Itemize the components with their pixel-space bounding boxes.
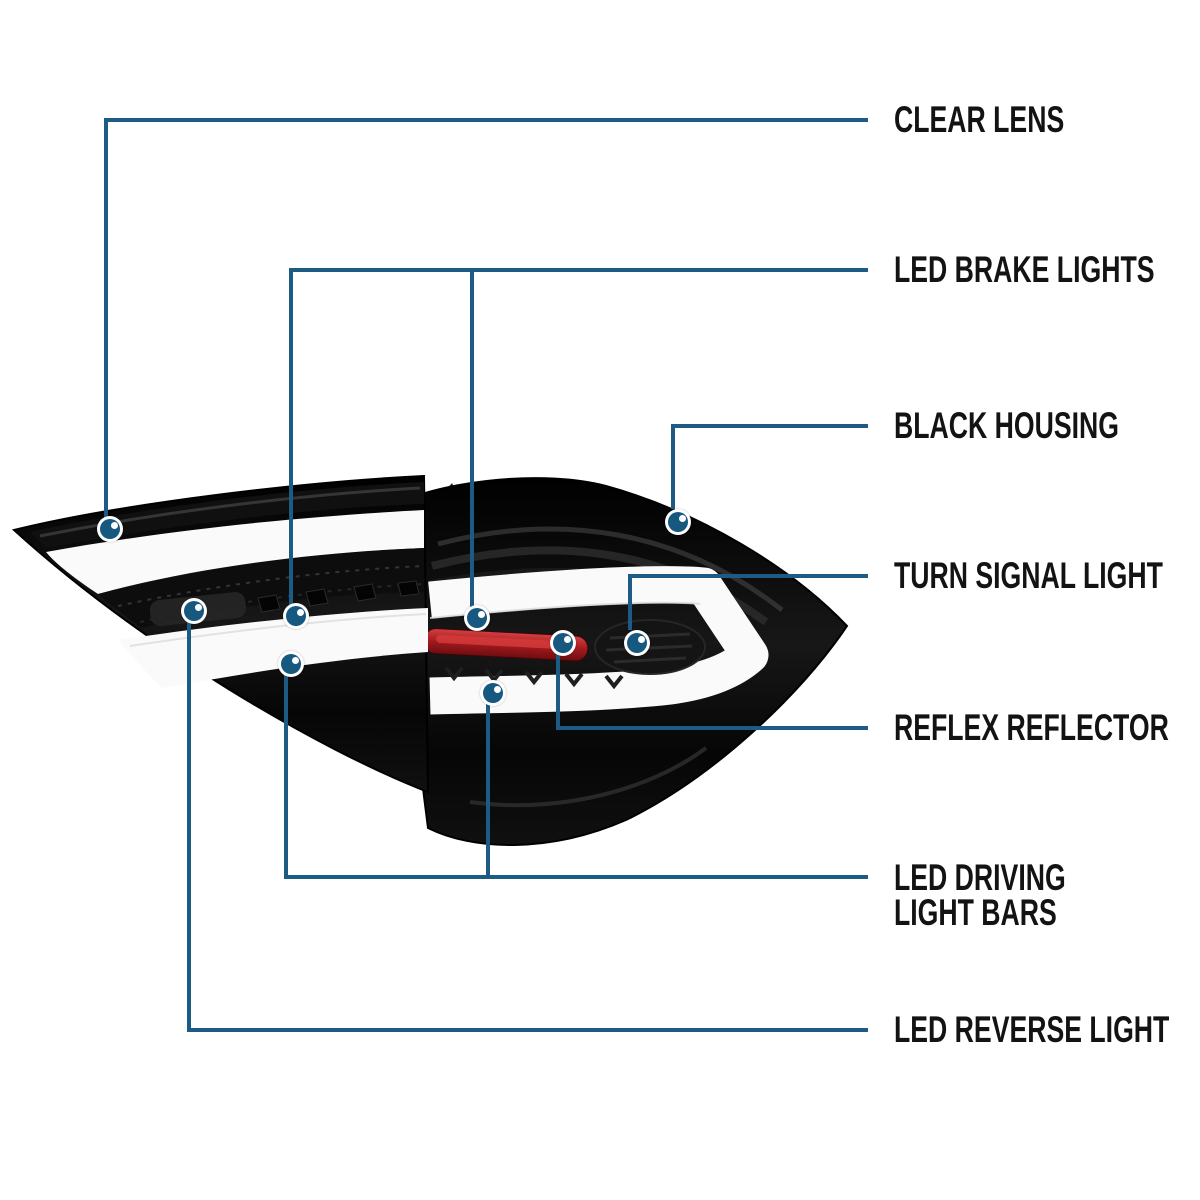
right-bottom-gloss — [469, 746, 708, 808]
reflex-reflector-core — [436, 634, 558, 649]
callout-line-turn-h — [628, 574, 868, 578]
label-led-driving-line1: LED DRIVING — [894, 857, 1066, 898]
callout-line-clear-lens-h — [104, 118, 868, 122]
callout-line-housing-v — [671, 424, 675, 509]
callout-dot-led-brake-left — [283, 603, 309, 629]
callout-dot-black-housing — [665, 509, 691, 535]
left-led-strip-texture — [117, 565, 425, 607]
callout-line-reverse-h — [187, 1028, 868, 1032]
callout-dot-reflex-reflector — [550, 630, 576, 656]
callout-dot-clear-lens — [97, 516, 123, 542]
callout-line-turn-v — [628, 574, 632, 630]
label-led-reverse-light: LED REVERSE LIGHT — [894, 1009, 1170, 1050]
callout-line-driving-right-v — [486, 704, 490, 879]
label-led-driving-line2: LIGHT BARS — [894, 892, 1057, 933]
right-lens-reflection — [437, 526, 784, 612]
callout-line-reflex-v — [556, 654, 560, 730]
callout-dot-turn-signal — [624, 630, 650, 656]
label-clear-lens: CLEAR LENS — [894, 99, 1065, 140]
callout-line-driving-h — [284, 875, 868, 879]
tail-light-assembly-photo — [11, 474, 849, 847]
clear-lens-top-band — [30, 482, 424, 548]
callout-line-housing-h — [671, 424, 868, 428]
label-reflex-reflector: REFLEX REFLECTOR — [894, 707, 1169, 748]
callout-line-driving-left-v — [284, 675, 288, 879]
callout-line-reflex-h — [556, 726, 868, 730]
callout-line-clear-lens-v — [104, 118, 108, 518]
led-driving-light-bar-right — [428, 566, 769, 715]
led-driving-light-bar-left-lower — [118, 608, 428, 688]
callout-line-brake-right-v — [470, 268, 474, 607]
led-driving-light-bar-left-upper — [46, 510, 424, 594]
left-brake-led-emitters — [257, 580, 420, 613]
label-led-brake-lights: LED BRAKE LIGHTS — [894, 249, 1155, 290]
label-black-housing: BLACK HOUSING — [894, 405, 1119, 446]
clear-lens-reflection — [39, 486, 421, 538]
callout-line-brake-h — [289, 268, 868, 272]
callout-dot-led-brake-right — [464, 605, 490, 631]
callout-dot-led-driving-bar-left — [278, 651, 304, 677]
left-tail-light — [11, 474, 430, 794]
callout-line-brake-left-v — [289, 268, 293, 607]
callout-line-reverse-v — [187, 622, 191, 1032]
left-led-strip-texture-2 — [139, 583, 425, 623]
callout-dot-led-driving-bar-right — [480, 680, 506, 706]
right-tail-light — [398, 477, 849, 847]
callout-dot-led-reverse-light — [181, 598, 207, 624]
label-led-driving-light-bars: LED DRIVING LIGHT BARS — [894, 857, 1066, 933]
label-turn-signal-light: TURN SIGNAL LIGHT — [894, 555, 1163, 596]
